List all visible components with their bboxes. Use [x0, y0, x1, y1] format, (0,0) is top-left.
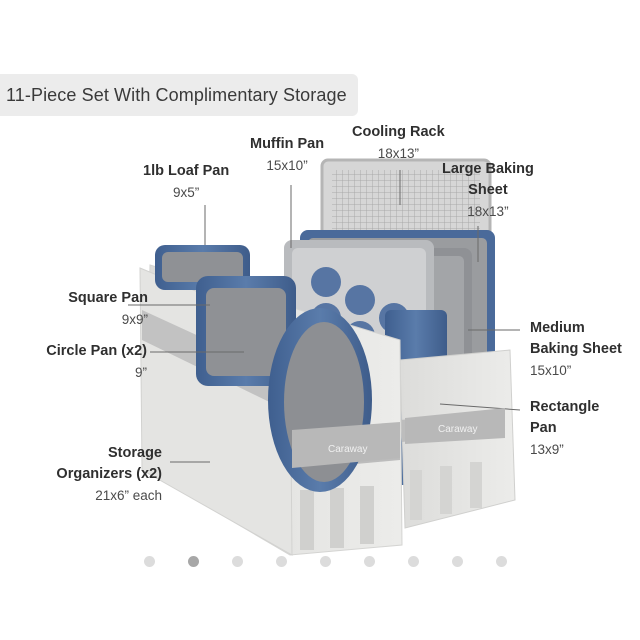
label-large-baking-sheet: Large Baking Sheet 18x13” [442, 159, 534, 222]
label-cooling-rack: Cooling Rack 18x13” [352, 122, 445, 164]
carousel-dot-6[interactable] [364, 556, 375, 567]
label-medium-baking-sheet: Medium Baking Sheet 15x10” [530, 318, 622, 381]
square-pan-size: 9x9” [121, 312, 148, 327]
circle-pan-size: 9” [134, 365, 147, 380]
medium-sheet-size: 15x10” [530, 363, 572, 378]
label-square-pan: Square Pan 9x9” [68, 288, 148, 330]
label-muffin-pan: Muffin Pan 15x10” [250, 134, 324, 176]
banner-title: 11-Piece Set With Complimentary Storage [6, 85, 347, 105]
carousel-dot-4[interactable] [276, 556, 287, 567]
circle-pan-name: Circle Pan (x2) [46, 343, 147, 359]
storage-size: 21x6” each [95, 488, 162, 503]
cooling-rack-name: Cooling Rack [352, 124, 445, 140]
label-circle-pan: Circle Pan (x2) 9” [46, 341, 147, 383]
brand-straps: Caraway Caraway [292, 408, 505, 468]
label-rectangle-pan: Rectangle Pan 13x9” [530, 397, 599, 460]
carousel-dot-5[interactable] [320, 556, 331, 567]
label-loaf-pan: 1lb Loaf Pan 9x5” [143, 161, 229, 203]
rectangle-pan-name-1: Rectangle [530, 399, 600, 415]
large-sheet-size: 18x13” [467, 204, 509, 219]
rectangle-pan-size: 13x9” [530, 442, 564, 457]
leader-lines [128, 170, 521, 463]
carousel-dot-9[interactable] [496, 556, 507, 567]
square-pan [196, 276, 296, 386]
muffin-pan-size: 15x10” [266, 158, 308, 173]
rectangle-pan-name-2: Pan [530, 420, 557, 436]
large-sheet-name-2: Sheet [468, 182, 508, 198]
carousel-dot-7[interactable] [408, 556, 419, 567]
carousel-dots [0, 556, 640, 572]
strap-logo-left: Caraway [328, 444, 367, 455]
cooling-rack-size: 18x13” [377, 146, 419, 161]
medium-sheet-name-2: Baking Sheet [530, 341, 622, 357]
title-banner: 11-Piece Set With Complimentary Storage [0, 74, 358, 116]
large-sheet-name-1: Large Baking [442, 161, 534, 177]
storage-name-1: Storage [108, 445, 162, 461]
strap-logo-right: Caraway [438, 424, 477, 435]
carousel-dot-3[interactable] [232, 556, 243, 567]
medium-sheet-name-1: Medium [530, 320, 585, 336]
muffin-pan-name: Muffin Pan [250, 136, 325, 152]
label-storage-organizers: Storage Organizers (x2) 21x6” each [56, 443, 162, 506]
carousel-dot-2[interactable] [188, 556, 199, 567]
carousel-dot-1[interactable] [144, 556, 155, 567]
carousel-dot-8[interactable] [452, 556, 463, 567]
storage-name-2: Organizers (x2) [56, 466, 162, 482]
loaf-pan-size: 9x5” [172, 185, 200, 200]
loaf-pan-name: 1lb Loaf Pan [143, 163, 230, 179]
square-pan-name: Square Pan [68, 290, 148, 306]
